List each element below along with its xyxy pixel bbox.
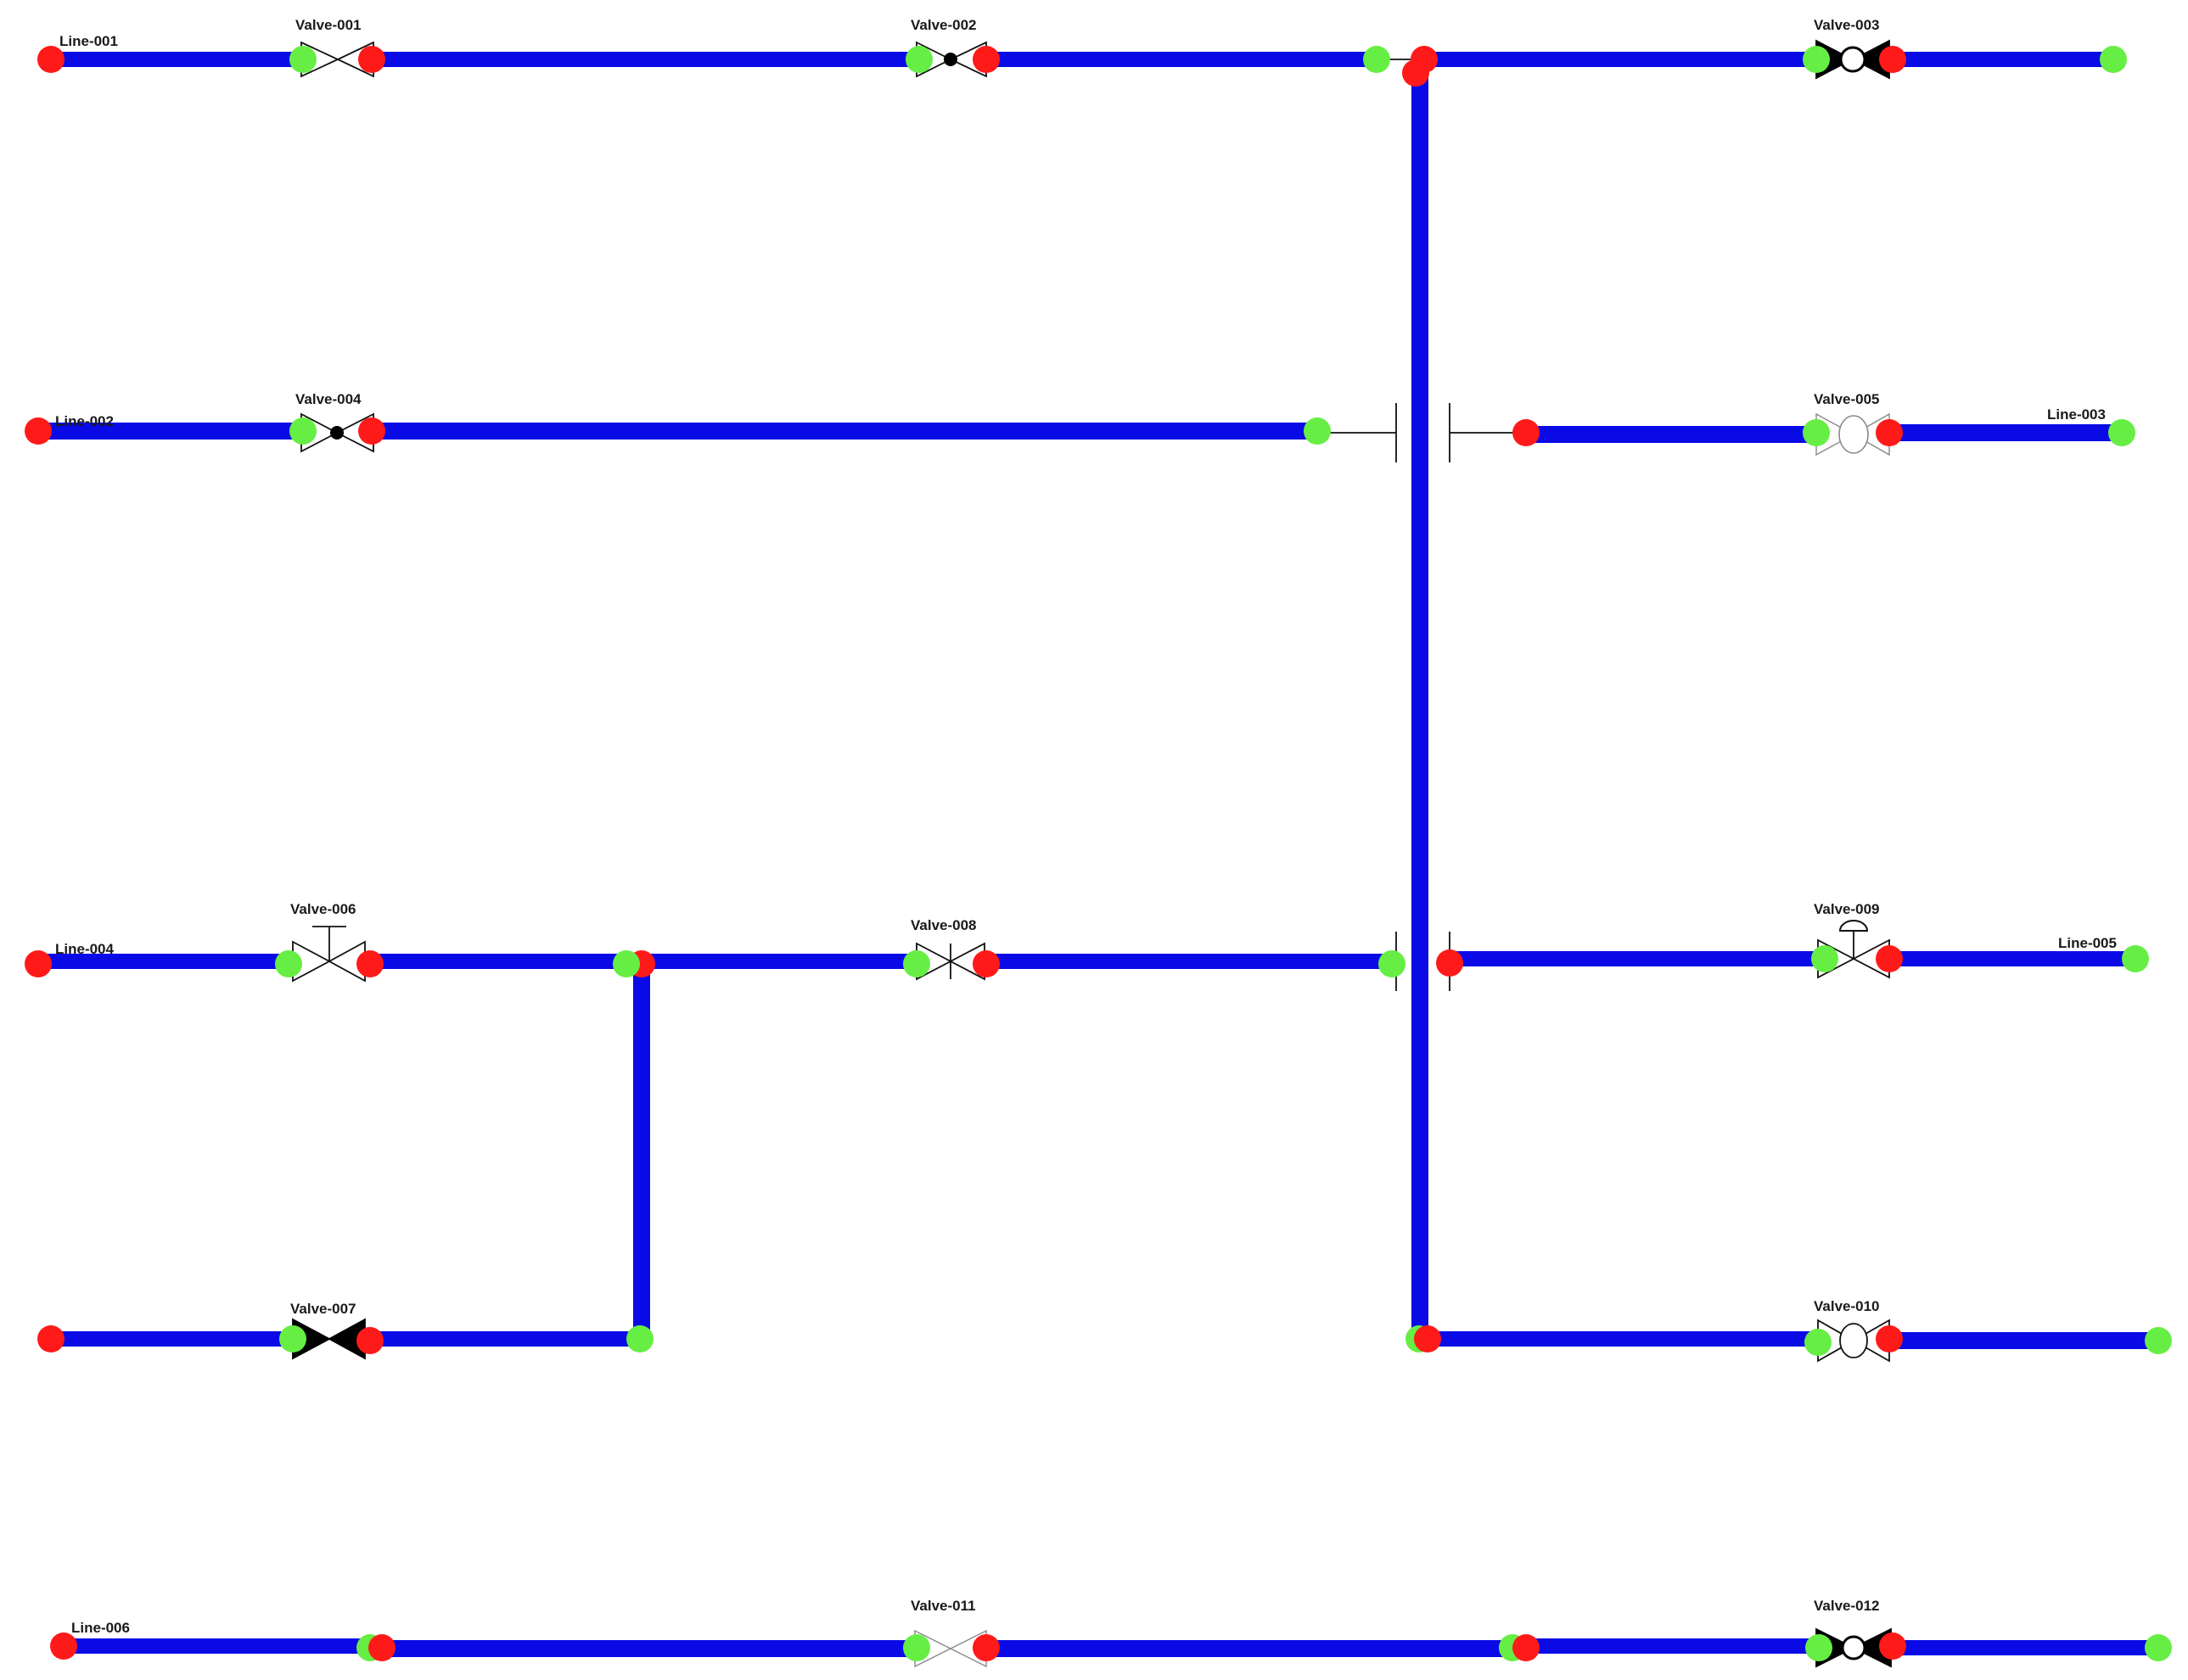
- outlet-node[interactable]: [289, 46, 317, 73]
- outlet-node[interactable]: [1805, 1634, 1832, 1661]
- outlet-node[interactable]: [613, 950, 640, 977]
- inlet-node[interactable]: [358, 46, 385, 73]
- outlet-node[interactable]: [275, 950, 302, 977]
- outlet-node[interactable]: [2108, 419, 2135, 446]
- valve-label: Valve-002: [911, 17, 977, 33]
- valve-symbols: [292, 39, 1892, 1668]
- valve-label: Valve-005: [1814, 391, 1880, 407]
- outlet-node[interactable]: [1804, 1329, 1832, 1356]
- outlet-node[interactable]: [1363, 46, 1390, 73]
- outlet-node[interactable]: [903, 950, 930, 977]
- inlet-node[interactable]: [25, 950, 52, 977]
- line-label: Line-004: [55, 941, 115, 957]
- outlet-node[interactable]: [903, 1634, 930, 1661]
- line-label: Line-001: [59, 33, 118, 49]
- line-label: Line-002: [55, 413, 114, 429]
- line-label: Line-006: [71, 1620, 130, 1636]
- line-label: Line-003: [2047, 406, 2106, 423]
- valve-label: Valve-009: [1814, 901, 1880, 917]
- valve-label: Valve-011: [911, 1598, 976, 1614]
- outlet-node[interactable]: [1803, 46, 1830, 73]
- outlet-node[interactable]: [279, 1325, 306, 1352]
- valve-label: Valve-003: [1814, 17, 1880, 33]
- inlet-node[interactable]: [1876, 945, 1903, 972]
- inlet-node[interactable]: [1402, 59, 1429, 87]
- inlet-node[interactable]: [973, 1634, 1000, 1661]
- inlet-node[interactable]: [37, 46, 65, 73]
- inlet-node[interactable]: [1876, 419, 1903, 446]
- inlet-node[interactable]: [1879, 46, 1906, 73]
- inlet-node[interactable]: [25, 417, 52, 445]
- inlet-node[interactable]: [973, 46, 1000, 73]
- inlet-node[interactable]: [1414, 1325, 1441, 1352]
- inlet-node[interactable]: [1436, 949, 1463, 977]
- valve-label: Valve-010: [1814, 1298, 1880, 1314]
- valve-label: Valve-004: [295, 391, 362, 407]
- outlet-node[interactable]: [2100, 46, 2127, 73]
- inlet-node[interactable]: [1879, 1632, 1906, 1660]
- inlet-node[interactable]: [37, 1325, 65, 1352]
- valve-label: Valve-001: [295, 17, 362, 33]
- inlet-node[interactable]: [368, 1634, 396, 1661]
- outlet-node[interactable]: [2145, 1327, 2172, 1354]
- inlet-node[interactable]: [1512, 1634, 1540, 1661]
- inlet-node[interactable]: [1512, 419, 1540, 446]
- outlet-node[interactable]: [1304, 417, 1331, 445]
- outlet-node[interactable]: [906, 46, 933, 73]
- inlet-node[interactable]: [1876, 1325, 1903, 1352]
- line-label: Line-005: [2058, 935, 2117, 951]
- inlet-node[interactable]: [356, 950, 384, 977]
- inlet-node[interactable]: [358, 417, 385, 445]
- outlet-node[interactable]: [1378, 950, 1405, 977]
- outlet-node[interactable]: [1811, 945, 1838, 972]
- outlet-node[interactable]: [1803, 419, 1830, 446]
- valve-label: Valve-008: [911, 917, 977, 933]
- inlet-node[interactable]: [50, 1632, 77, 1660]
- outlet-node[interactable]: [289, 417, 317, 445]
- valve-label: Valve-006: [290, 901, 356, 917]
- inlet-node[interactable]: [356, 1327, 384, 1354]
- outlet-node[interactable]: [2122, 945, 2149, 972]
- manual-gate-valve-icon[interactable]: [292, 926, 366, 983]
- pipes: [38, 52, 2160, 1657]
- inlet-node[interactable]: [973, 950, 1000, 977]
- outlet-node[interactable]: [2145, 1634, 2172, 1661]
- line-labels: Line-001 Line-002 Line-003 Line-004 Line…: [55, 33, 2117, 1636]
- valve-label: Valve-007: [290, 1301, 356, 1317]
- outlet-node[interactable]: [626, 1325, 654, 1352]
- valve-labels: Valve-001 Valve-002 Valve-003 Valve-004 …: [290, 17, 1880, 1614]
- valve-label: Valve-012: [1814, 1598, 1880, 1614]
- nodes: [25, 46, 2172, 1661]
